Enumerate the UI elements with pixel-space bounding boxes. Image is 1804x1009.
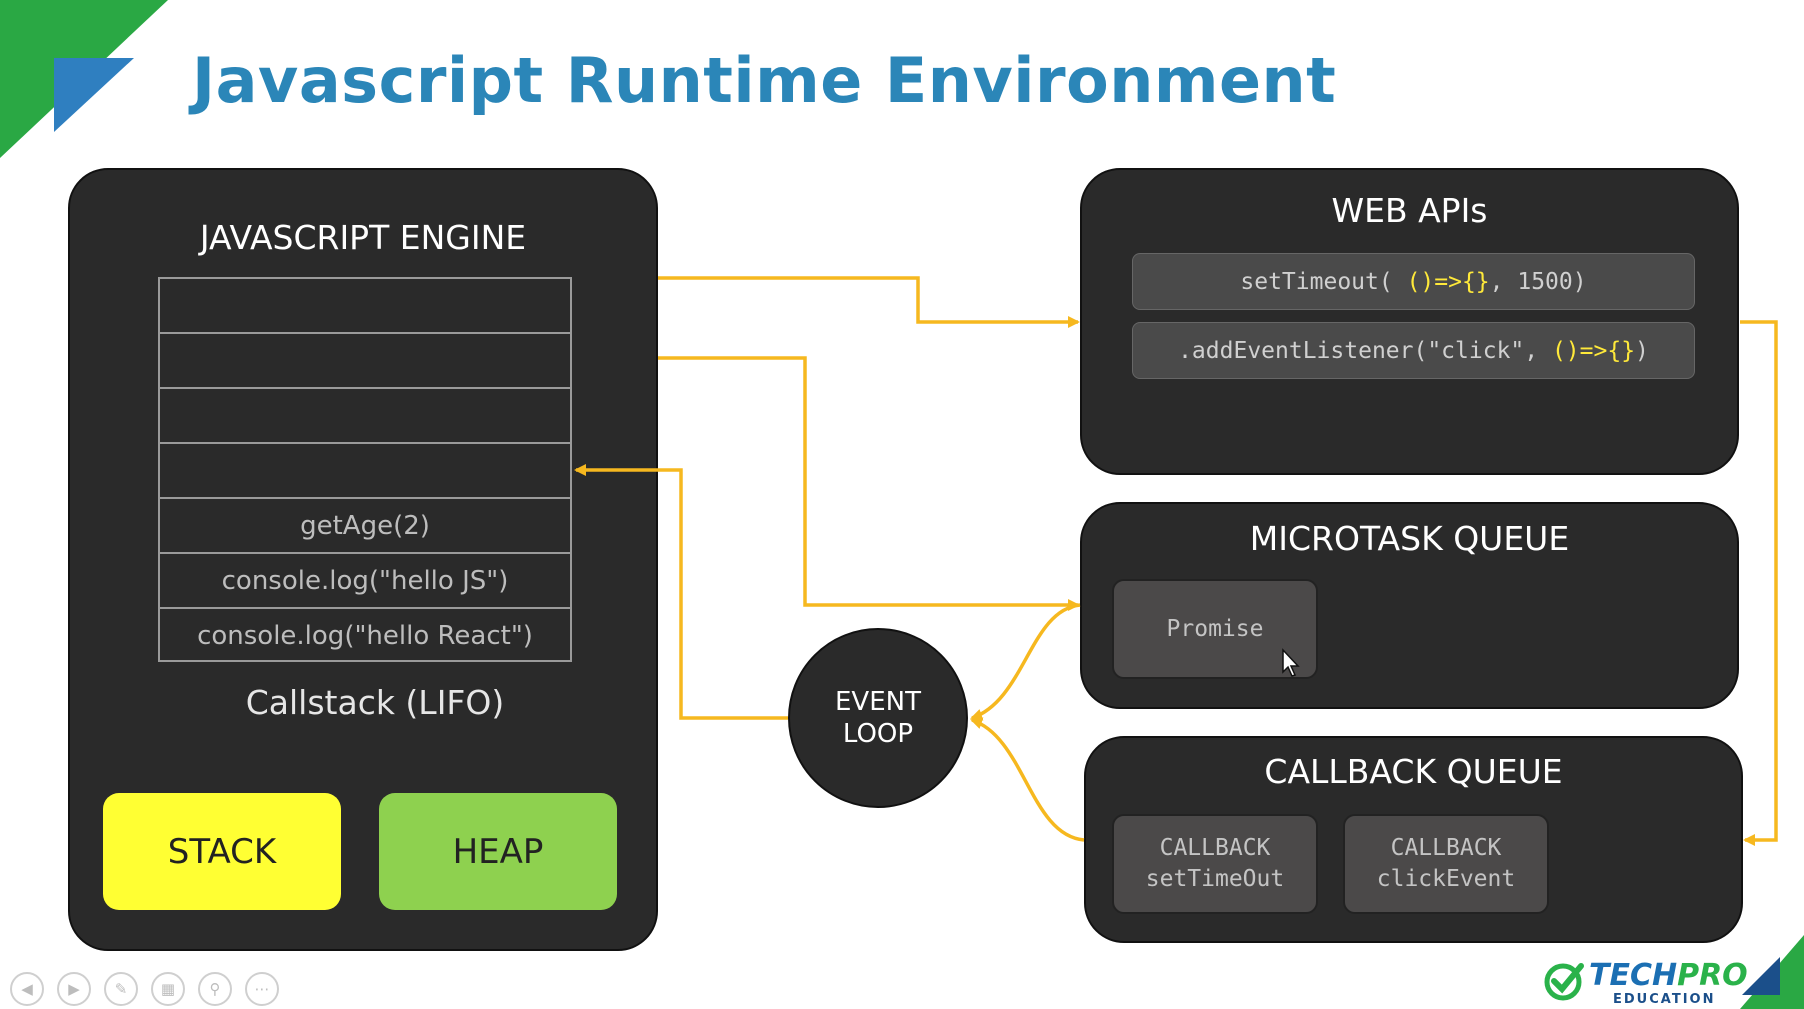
arrow-webapis-to-callback	[1740, 320, 1778, 846]
event-loop: EVENT LOOP	[788, 628, 968, 808]
pen-icon[interactable]: ✎	[104, 972, 138, 1006]
arrow-microtask-to-eventloop	[970, 603, 1081, 721]
code-prefix: setTimeout(	[1240, 268, 1407, 295]
stack-box: STACK	[103, 793, 341, 910]
callback-item-line2: setTimeOut	[1145, 866, 1285, 892]
logo-brand: TECHPRO	[1589, 958, 1748, 993]
corner-blue-triangle	[54, 58, 134, 132]
microtask-queue-title: MICROTASK QUEUE	[1249, 519, 1570, 558]
check-circle-icon	[1544, 963, 1584, 1001]
techpro-logo: TECHPRO EDUCATION	[1543, 958, 1783, 1008]
code-callback: ()=>{}	[1406, 268, 1490, 295]
callback-item-clickevent: CALLBACK clickEvent	[1343, 814, 1549, 914]
prev-icon[interactable]: ◀	[10, 972, 44, 1006]
arrow-engine-to-webapis	[658, 276, 1080, 328]
event-loop-line2: LOOP	[842, 719, 914, 749]
zoom-icon[interactable]: ⚲	[198, 972, 232, 1006]
logo-subtitle: EDUCATION	[1613, 992, 1716, 1007]
callstack-caption: Callstack (LIFO)	[245, 683, 505, 722]
callstack-slot	[160, 334, 570, 389]
heap-box: HEAP	[379, 793, 617, 910]
callback-item-settimeout: CALLBACK setTimeOut	[1112, 814, 1318, 914]
callstack-slot	[160, 444, 570, 499]
mouse-cursor-icon	[1282, 648, 1300, 677]
web-apis-panel: WEB APIs	[1080, 168, 1739, 475]
code-prefix: .addEventListener("click",	[1178, 337, 1552, 364]
corner-decoration	[0, 0, 168, 158]
logo-brand-a: TECH	[1589, 958, 1678, 993]
engine-title: JAVASCRIPT ENGINE	[199, 218, 527, 257]
web-apis-title: WEB APIs	[1331, 191, 1488, 230]
callback-item-line2: clickEvent	[1376, 866, 1516, 892]
callstack-slot: getAge(2)	[160, 499, 570, 554]
arrow-eventloop-to-callstack	[574, 464, 788, 720]
callback-item-line1: CALLBACK	[1390, 835, 1502, 861]
arrow-callback-to-eventloop	[970, 717, 1085, 842]
callback-queue-title: CALLBACK QUEUE	[1264, 752, 1563, 791]
page-title: Javascript Runtime Environment	[192, 44, 1337, 117]
more-icon[interactable]: ⋯	[245, 972, 279, 1006]
event-loop-line1: EVENT	[835, 687, 921, 717]
web-api-addeventlistener: .addEventListener("click", ()=>{})	[1132, 322, 1695, 379]
code-suffix: , 1500)	[1489, 268, 1587, 295]
callstack: getAge(2) console.log("hello JS") consol…	[158, 277, 572, 662]
callstack-slot	[160, 279, 570, 334]
code-callback: ()=>{}	[1551, 337, 1636, 364]
microtask-item-label: Promise	[1166, 615, 1264, 642]
slides-icon[interactable]: ▦	[151, 972, 185, 1006]
callstack-slot: console.log("hello JS")	[160, 554, 570, 609]
logo-corner-decoration	[1740, 935, 1804, 1009]
callstack-slot	[160, 389, 570, 444]
web-api-settimeout: setTimeout( ()=>{}, 1500)	[1132, 253, 1695, 310]
next-icon[interactable]: ▶	[57, 972, 91, 1006]
arrow-engine-to-microtask	[658, 356, 1080, 611]
callstack-slot: console.log("hello React")	[197, 620, 533, 651]
logo-brand-b: PRO	[1677, 958, 1748, 993]
callback-item-line1: CALLBACK	[1159, 835, 1271, 861]
code-suffix: )	[1635, 337, 1649, 364]
